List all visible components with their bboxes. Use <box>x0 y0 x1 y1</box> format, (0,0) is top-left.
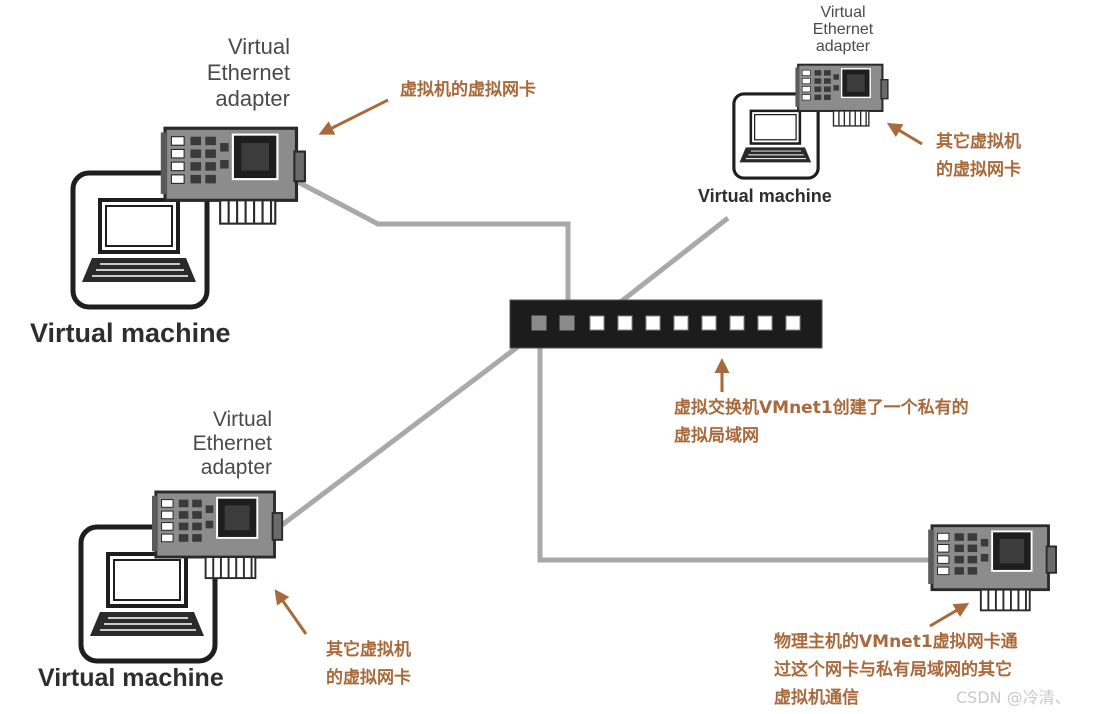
switch-port <box>785 315 801 331</box>
adapter-label-line: Ethernet <box>192 432 272 455</box>
network-switch-icon <box>509 299 823 349</box>
switch-port <box>589 315 605 331</box>
annotation-line: 其它虚拟机 <box>326 640 411 660</box>
adapter-label: Virtual Ethernet adapter <box>168 408 272 480</box>
adapter-label-line: adapter <box>200 456 272 479</box>
watermark: CSDN @冷清、 <box>956 688 1071 707</box>
vm-label: Virtual machine <box>30 318 231 348</box>
annotation-host-nic: 物理主机的VMnet1虚拟网卡通 过这个网卡与私有局域网的其它 虚拟机通信 <box>774 628 1018 712</box>
cable-host-nic <box>537 330 930 563</box>
switch-port <box>617 315 633 331</box>
switch-port <box>701 315 717 331</box>
annotation-vm-nic: 虚拟机的虚拟网卡 <box>400 80 536 100</box>
switch-port <box>729 315 745 331</box>
annotation-other-vm-nic: 其它虚拟机 的虚拟网卡 <box>326 636 411 692</box>
adapter-label-line: adapter <box>815 38 871 55</box>
annotation-line: 虚拟机通信 <box>774 688 859 708</box>
annotation-line: 物理主机的VMnet1虚拟网卡通 <box>774 632 1018 652</box>
switch-port <box>645 315 661 331</box>
arrow-top-right <box>886 122 923 146</box>
adapter-label-line: Ethernet <box>206 60 290 85</box>
annotation-line: 过这个网卡与私有局域网的其它 <box>774 660 1012 680</box>
adapter-label-line: Virtual <box>820 4 866 21</box>
switch-port <box>757 315 773 331</box>
arrow-top-left <box>318 98 389 135</box>
switch-port <box>673 315 689 331</box>
cable-bottom-left-vm <box>276 328 542 530</box>
adapter-label-line: adapter <box>215 86 290 111</box>
adapter-label-line: Virtual <box>212 408 272 431</box>
network-card-icon <box>926 524 1058 612</box>
vm-label: Virtual machine <box>698 186 832 206</box>
annotation-line: 的虚拟网卡 <box>936 160 1021 180</box>
cable-top-left-vm <box>296 179 571 318</box>
annotation-line: 的虚拟网卡 <box>326 668 411 688</box>
adapter-label: Virtual Ethernet adapter <box>800 4 886 55</box>
switch-port <box>559 315 575 331</box>
annotation-line: 其它虚拟机 <box>936 132 1021 152</box>
adapter-label-line: Ethernet <box>812 21 874 38</box>
arrow-host <box>929 602 970 628</box>
annotation-virtual-switch: 虚拟交换机VMnet1创建了一个私有的 虚拟局域网 <box>674 394 969 450</box>
adapter-label: Virtual Ethernet adapter <box>186 34 290 112</box>
annotation-line: 虚拟局域网 <box>674 426 759 446</box>
annotation-arrows <box>274 98 970 635</box>
annotation-line: 虚拟交换机VMnet1创建了一个私有的 <box>674 398 969 418</box>
vm-label: Virtual machine <box>38 664 224 692</box>
annotation-other-vm-nic: 其它虚拟机 的虚拟网卡 <box>936 128 1021 184</box>
network-cables <box>276 179 930 563</box>
adapter-label-line: Virtual <box>228 34 290 59</box>
switch-port <box>531 315 547 331</box>
arrow-bottom-left <box>274 589 308 635</box>
